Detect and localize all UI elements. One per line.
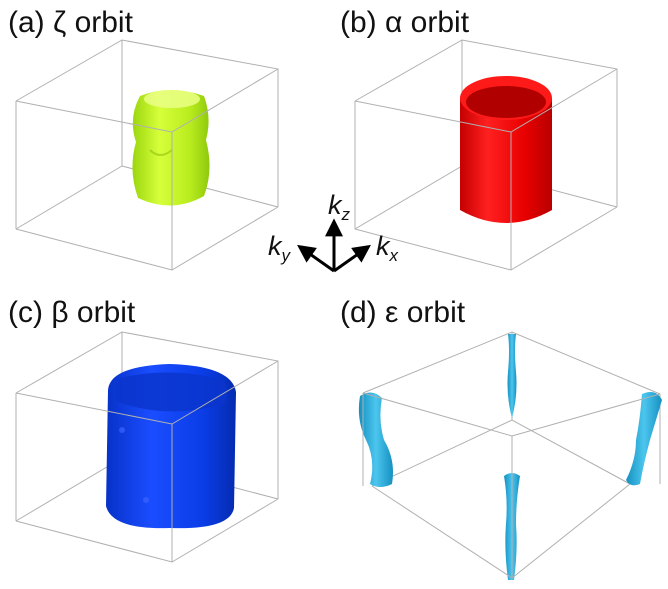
epsilon-pocket-back bbox=[507, 334, 517, 418]
panel-d-label: (d) ε orbit bbox=[340, 296, 466, 329]
epsilon-pocket-right bbox=[626, 392, 662, 486]
panel-d-box-front bbox=[362, 392, 661, 579]
kz-subscript: z bbox=[341, 205, 351, 224]
ky-symbol: k bbox=[268, 231, 282, 261]
kz-axis-label: kz bbox=[328, 190, 350, 224]
ky-axis-label: ky bbox=[268, 231, 290, 265]
panel-a-box-front bbox=[15, 68, 279, 271]
ky-arrow bbox=[297, 244, 335, 273]
panel-c bbox=[15, 331, 279, 563]
epsilon-pocket-left bbox=[358, 392, 393, 487]
alpha-fermi-surface bbox=[460, 76, 552, 223]
kx-subscript: x bbox=[389, 246, 399, 265]
panel-b bbox=[354, 39, 618, 271]
beta-fermi-surface bbox=[106, 364, 236, 529]
panel-a-label: (a) ζ orbit bbox=[8, 6, 133, 39]
panel-a-box-back bbox=[15, 39, 279, 230]
k-axes-glyph bbox=[297, 218, 371, 273]
panel-c-label: (c) β orbit bbox=[8, 296, 136, 329]
kz-symbol: k bbox=[328, 190, 342, 220]
kx-symbol: k bbox=[376, 231, 390, 261]
panel-c-box-front bbox=[15, 360, 279, 563]
panel-b-label: (b) α orbit bbox=[340, 6, 470, 39]
panel-d bbox=[358, 331, 662, 580]
zeta-fermi-surface bbox=[132, 90, 210, 206]
ky-subscript: y bbox=[281, 246, 291, 265]
panel-b-box-front bbox=[354, 68, 618, 271]
kx-arrow bbox=[333, 244, 371, 273]
panel-a bbox=[15, 39, 279, 271]
kx-axis-label: kx bbox=[376, 231, 398, 265]
epsilon-fermi-surface bbox=[358, 334, 662, 580]
